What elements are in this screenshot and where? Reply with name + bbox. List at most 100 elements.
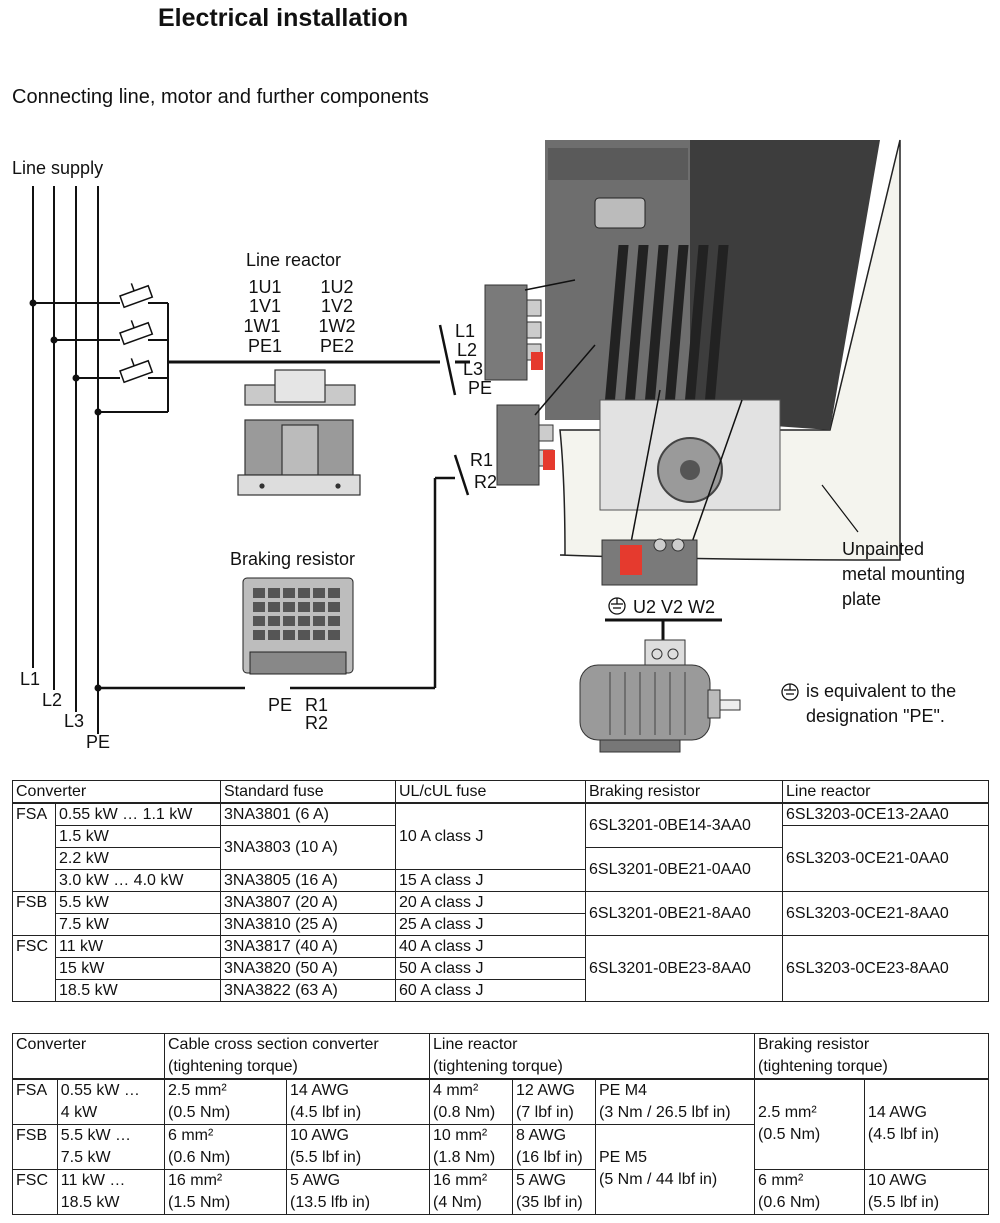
resistor-term: R1 [305,695,328,715]
reactor-term: 1U1 [248,277,281,297]
cable-cell: 5 AWG (13.5 lfb in) [286,1169,430,1215]
conn-label: R1 [470,450,493,470]
cell-line: 0.55 kW … [60,1082,140,1099]
conn-label: L3 [463,359,483,379]
cell-line: 12 AWG [516,1082,575,1099]
cell-line: 10 AWG [290,1127,349,1144]
table-row: FSB 5.5 kW …7.5 kW 6 mm²(0.6 Nm) 10 AWG(… [12,1124,989,1215]
reactor-term: 1U2 [320,277,353,297]
cell-line: PE M4 [599,1082,648,1099]
cell-line: 7.5 kW [60,1149,111,1166]
cell-line: (0.6 Nm) [168,1149,231,1166]
table-header: Converter [12,780,221,804]
size-cell: FSC [12,1169,58,1215]
cell-line: (0.5 Nm) [168,1104,231,1121]
power-cell: 11 kW [55,935,221,958]
reactor-cell: 8 AWG(16 lbf in) [512,1124,596,1170]
table-header: Line reactor(tightening torque) [429,1033,755,1080]
brake-cell: 14 AWG(4.5 lbf in) [863,1078,990,1170]
cell-line: 5.5 kW … [60,1127,131,1144]
line-supply-label: Line supply [12,158,103,178]
cell-line: 14 AWG [290,1082,349,1099]
supply-line-label: L2 [42,690,62,710]
reactor-term: 1W2 [318,316,355,336]
power-cell: 3.0 kW … 4.0 kW [55,869,221,892]
table-row: FSC 11 kW 3NA3817 (40 A) 40 A class J 6S… [12,935,989,1002]
cable-cell: 10 AWG(5.5 lbf in) [286,1124,430,1170]
size-cell: FSA [12,802,56,892]
reactor-term: 1W1 [243,316,280,336]
cable-cell: 16 mm²(1.5 Nm) [164,1169,287,1215]
reactor-cell: 4 mm²(0.8 Nm) [429,1078,513,1125]
table-row: FSA 0.55 kW … 1.1 kW 3NA3801 (6 A) 10 A … [12,802,989,892]
line-plug-icon [484,284,543,381]
cell-spacer [868,1080,985,1102]
cell-line: 16 mm² [433,1172,488,1189]
power-cell: 2.2 kW [55,847,221,870]
table-header-text: (tightening torque) [168,1058,298,1075]
table-row: 2.2 kW 6SL3201-0BE21-0AA0 [13,847,989,892]
conn-label: PE [468,378,492,398]
ul-cell: 60 A class J [395,979,586,1002]
brake-cell: 6SL3201-0BE14-3AA0 [585,802,783,848]
power-cell: 1.5 kW [55,825,221,848]
fuse-cell: 3NA3807 (20 A) [220,891,396,914]
fuse-cell: 3NA3810 (25 A) [220,913,396,936]
size-cell: FSB [12,1124,58,1170]
cell-line: 5 AWG [516,1172,567,1189]
reactor-cell: 6SL3203-0CE21-8AA0 [782,891,989,936]
table-header-text: Braking resistor [758,1036,870,1053]
cell-line: 4 kW [60,1104,98,1121]
power-cell: 7.5 kW [55,913,221,936]
cell-line: (0.8 Nm) [433,1104,496,1121]
resistor-term: PE [268,695,292,715]
cable-cell: 14 AWG(4.5 lbf in) [286,1078,430,1125]
cell-line: 5 AWG [290,1172,341,1189]
ul-cell: 25 A class J [395,913,586,936]
size-cell: FSB [12,891,56,936]
section-subtitle: Connecting line, motor and further compo… [12,86,429,108]
cell-line: 10 mm² [433,1127,488,1144]
cell-line: 2.5 mm² [758,1104,817,1121]
ul-cell: 40 A class J [395,935,586,958]
reactor-cell: 6SL3203-0CE13-2AA0 [782,802,989,826]
cell-line: (5 Nm / 44 lbf in) [599,1171,718,1188]
reactor-cell: 12 AWG(7 lbf in) [512,1078,596,1125]
cell-line: 16 mm² [168,1172,223,1189]
plate-note: plate [842,589,881,609]
resistor-term: R2 [305,713,328,733]
pe-cell: PE M5(5 Nm / 44 lbf in) [595,1124,755,1215]
brake-cell: 6SL3201-0BE21-0AA0 [585,847,783,892]
cell-line: 10 AWG [867,1172,927,1189]
table-row: 15 kW 3NA3820 (50 A) 50 A class J [13,957,989,980]
reactor-cell: 5 AWG(35 lbf in) [512,1169,596,1215]
fuse-table: Converter Standard fuse UL/cUL fuse Brak… [12,780,989,1002]
table-row: FSB 5.5 kW 3NA3807 (20 A) 20 A class J 6… [12,891,989,936]
supply-lines [32,186,470,734]
power-cell: 18.5 kW [55,979,221,1002]
cell-line: 8 AWG [516,1127,567,1144]
reactor-term: PE1 [248,336,282,356]
table-row: FSC 11 kW …18.5 kW 16 mm²(1.5 Nm) 5 AWG(… [12,1169,990,1215]
pe-note-ground-icon [781,683,799,701]
power-cell: 15 kW [55,957,221,980]
ul-cell: 20 A class J [395,891,586,914]
pe-cell: PE M4(3 Nm / 26.5 lbf in) [595,1078,755,1125]
supply-line-label: L1 [20,669,40,689]
table-header: Cable cross section converter(tightening… [164,1033,430,1080]
cell-line: (13.5 lfb in) [290,1194,371,1211]
cell-line: (4.5 lbf in) [867,1126,940,1143]
line-reactor-icon [237,369,361,496]
reactor-cell: 10 mm²(1.8 Nm) [429,1124,513,1170]
reactor-term: PE2 [320,336,354,356]
reactor-term: 1V1 [249,296,281,316]
fuse-cell: 3NA3817 (40 A) [220,935,396,958]
table-header-row: Converter Standard fuse UL/cUL fuse Brak… [12,780,989,804]
conn-label: R2 [474,472,497,492]
size-cell: FSA [12,1078,58,1125]
cell-spacer [599,1125,751,1147]
brake-cell: 2.5 mm²(0.5 Nm) [754,1078,865,1170]
brake-cell: 6SL3201-0BE21-8AA0 [585,891,783,936]
cable-cell: 2.5 mm²(0.5 Nm) [164,1078,287,1125]
supply-line-label: L3 [64,711,84,731]
